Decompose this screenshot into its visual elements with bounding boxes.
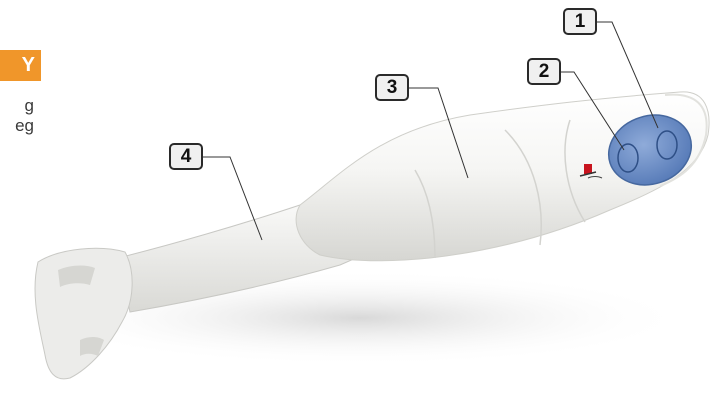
side-text-line-1: g (24, 96, 34, 115)
section-tag: Y (0, 50, 41, 81)
speed-button[interactable] (617, 143, 639, 173)
callout-2: 2 (527, 58, 561, 85)
callout-3: 3 (375, 74, 409, 101)
leader-line-1 (597, 21, 659, 129)
leader-line-4 (203, 156, 263, 241)
callout-4: 4 (169, 143, 203, 170)
turbo-button[interactable] (656, 130, 678, 160)
callout-1: 1 (563, 8, 597, 35)
side-text: g eg (0, 96, 34, 136)
side-text-line-2: eg (15, 116, 34, 135)
body-seam-3 (564, 119, 586, 223)
brand-logo (579, 164, 603, 179)
end-cap (659, 93, 708, 187)
leader-line-3 (409, 87, 469, 179)
body-seam-1 (414, 169, 436, 259)
body-seam-2 (504, 129, 542, 246)
leader-line-2 (561, 71, 625, 151)
blade-guard-slot-1 (58, 265, 95, 287)
blade-guard-slot-2 (80, 337, 104, 356)
